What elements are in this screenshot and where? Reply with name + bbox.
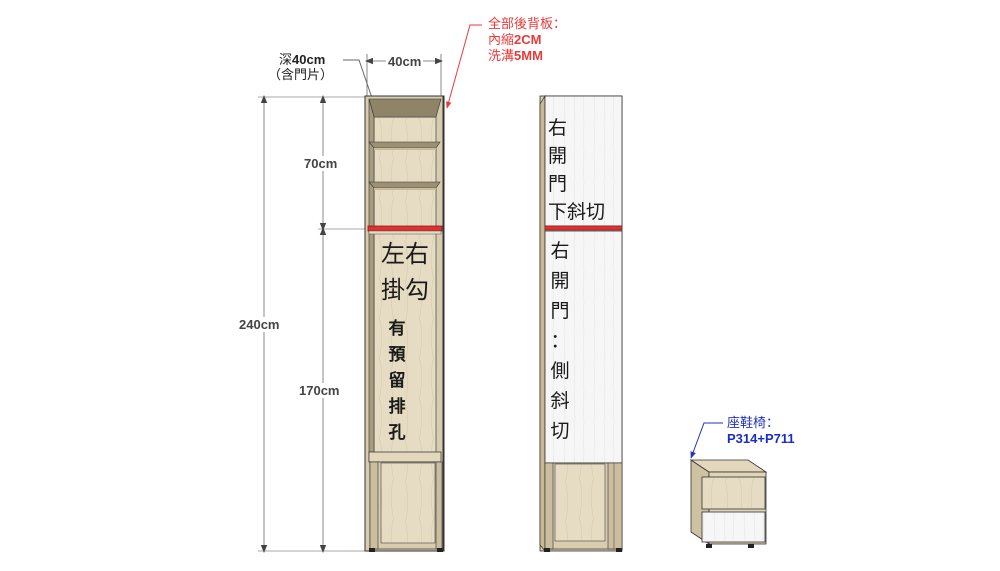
inset-value: 2CM: [514, 32, 542, 47]
vent-char: 孔: [388, 423, 406, 443]
groove-label: 洗溝: [488, 49, 515, 64]
vent-char: 有: [388, 319, 406, 339]
upper-height-dimension: 70cm: [304, 156, 338, 171]
lower-door-label: 右 開 門 ： 側 斜 切: [546, 236, 574, 446]
hook-char: 左: [381, 240, 405, 268]
back-panel-note-title: 全部後背板：: [488, 17, 567, 32]
depth-label-prefix: 深: [279, 53, 293, 68]
lower-door-char: 右: [550, 240, 570, 262]
hook-char: 掛: [381, 276, 405, 304]
bench-product-code: P314+P711: [727, 431, 795, 446]
depth-label: 深40cm: [279, 52, 325, 68]
bench-leader: [690, 422, 723, 459]
width-dimension: 40cm: [386, 54, 424, 69]
lower-door-char: 側: [550, 360, 570, 382]
vent-char: 排: [388, 397, 406, 417]
vent-char: 留: [388, 371, 406, 391]
lower-door-char: 開: [550, 270, 570, 292]
lower-door-char: ：: [550, 330, 570, 352]
shoe-bench: [689, 459, 768, 548]
upper-door-char: 開: [548, 145, 568, 167]
bench-note: 座鞋椅： P314+P711: [727, 416, 795, 447]
back-panel-note: 全部後背板： 內縮2CM 洗溝5MM: [488, 17, 566, 64]
hook-char: 勾: [405, 276, 429, 304]
upper-door-char: 門: [548, 173, 568, 195]
upper-door-char: 右: [548, 117, 568, 139]
hook-label: 左右 掛勾: [374, 236, 436, 308]
bench-note-title: 座鞋椅：: [727, 416, 780, 431]
total-height-dimension: 240cm: [239, 317, 280, 332]
inset-label: 內縮: [488, 33, 515, 48]
upper-door-label: 右 開 門 下斜切: [548, 114, 605, 226]
cabinet-interior-view: [364, 95, 445, 552]
back-panel-leader: [445, 24, 482, 109]
lower-height-dimension: 170cm: [299, 383, 340, 398]
lower-door-char: 切: [550, 420, 570, 442]
cabinet-door-view: [539, 94, 623, 552]
vent-hole-label: 有 預 留 排 孔: [384, 316, 410, 446]
back-panel-inset: 內縮2CM: [488, 32, 566, 48]
depth-note: （含門片）: [268, 68, 334, 83]
vent-char: 預: [388, 345, 406, 365]
lower-door-char: 斜: [550, 390, 570, 412]
depth-value: 40cm: [292, 52, 326, 67]
hook-char: 右: [405, 240, 429, 268]
groove-value: 5MM: [514, 48, 543, 63]
back-panel-groove: 洗溝5MM: [488, 48, 566, 64]
upper-door-bevel: 下斜切: [548, 201, 606, 223]
lower-door-char: 門: [550, 300, 570, 322]
